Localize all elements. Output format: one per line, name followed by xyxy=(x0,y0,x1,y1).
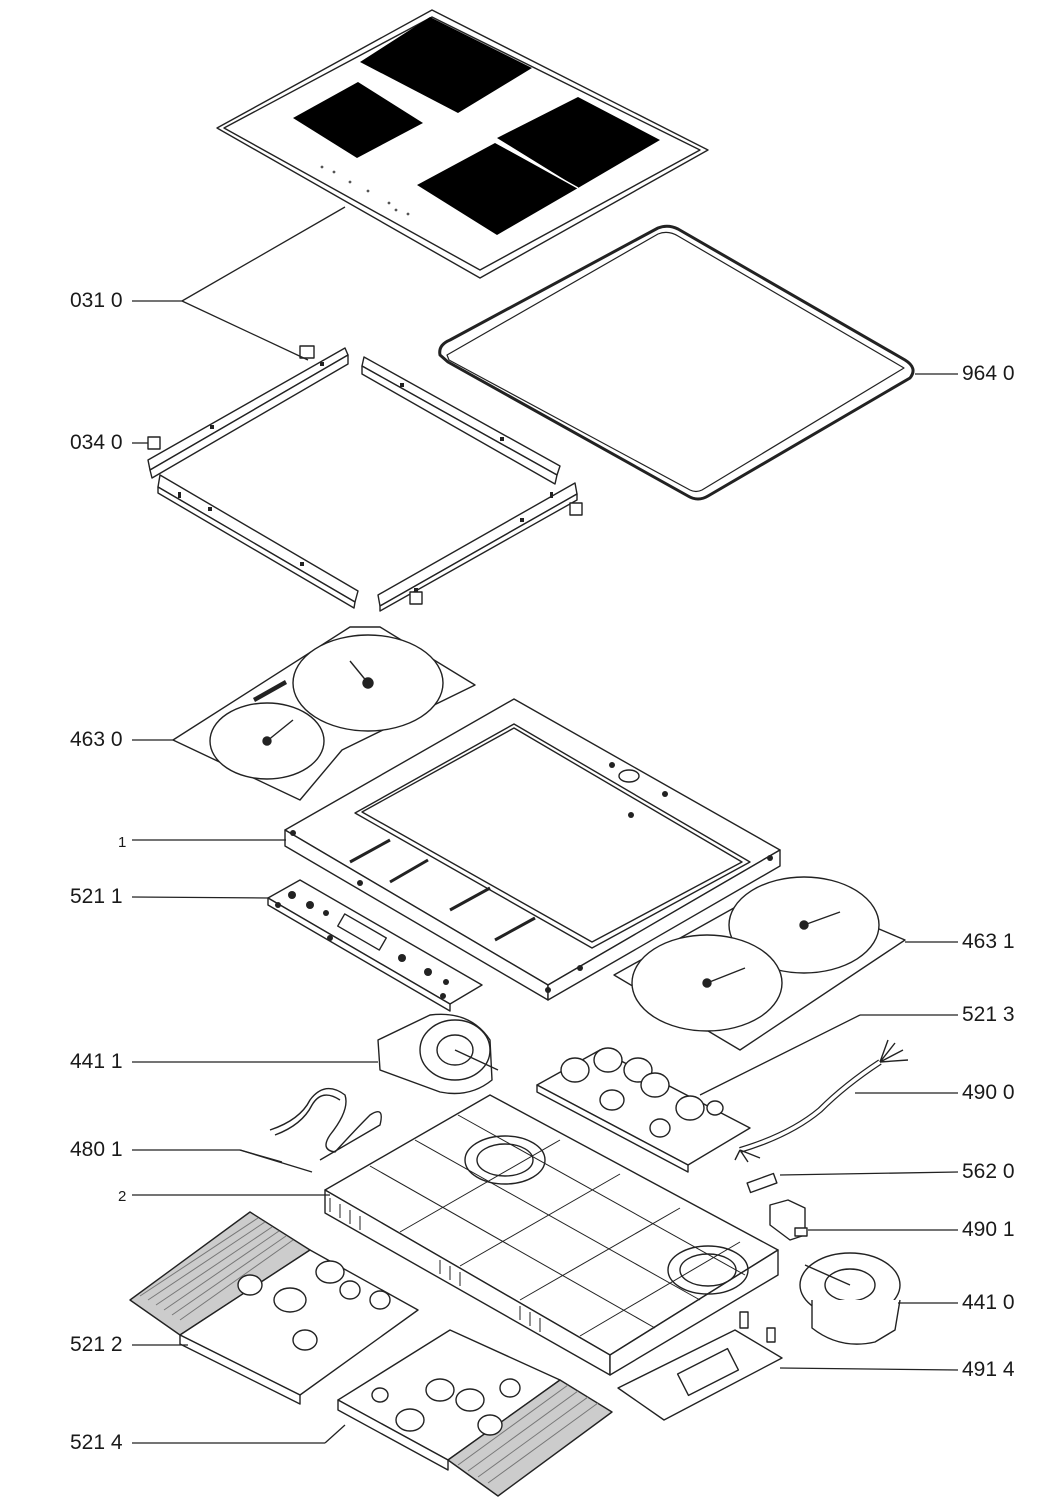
coil-plate-left-part xyxy=(173,627,475,800)
control-board-front-part xyxy=(268,880,482,1011)
frame-holes xyxy=(178,362,553,592)
callout-441-1: 441 1 xyxy=(70,1050,123,1073)
heatsink-fins-right xyxy=(458,1385,598,1483)
induction-board-left-part xyxy=(130,1212,418,1404)
leader-lines xyxy=(132,207,958,1443)
fuse-part xyxy=(747,1174,777,1193)
callout-441-0: 441 0 xyxy=(962,1291,1015,1314)
callout-034-0: 034 0 xyxy=(70,431,123,454)
callout-031-0: 031 0 xyxy=(70,289,123,312)
wire-harness-part xyxy=(270,1089,381,1160)
callout-490-0: 490 0 xyxy=(962,1081,1015,1104)
tray-grid xyxy=(370,1115,745,1336)
power-cable-part xyxy=(735,1040,908,1162)
callout-562-0: 562 0 xyxy=(962,1160,1015,1183)
cooking-zone-rear-left xyxy=(293,82,423,158)
cable-clamp-part xyxy=(770,1200,807,1240)
tray-vents xyxy=(330,1198,540,1332)
control-dots xyxy=(320,165,410,216)
induction-board-right-part xyxy=(338,1330,612,1496)
frame-holes-1 xyxy=(290,762,773,993)
callout-463-0: 463 0 xyxy=(70,728,123,751)
glass-cooktop-part xyxy=(217,10,708,278)
callout-964-0: 964 0 xyxy=(962,362,1015,385)
callout-463-1: 463 1 xyxy=(962,930,1015,953)
callout-521-3: 521 3 xyxy=(962,1003,1015,1026)
frame-profiles-part xyxy=(148,346,582,611)
base-tray-part xyxy=(325,1095,778,1375)
fixing-clips xyxy=(148,346,582,604)
callout-521-4: 521 4 xyxy=(70,1431,123,1454)
cooking-zone-rear-center xyxy=(360,17,532,113)
frame-slots xyxy=(350,840,535,940)
callout-480-1: 480 1 xyxy=(70,1138,123,1161)
fan-left-part xyxy=(378,1014,498,1093)
callout-521-1: 521 1 xyxy=(70,885,123,908)
callout-2: 2 xyxy=(118,1188,127,1205)
heatsink-fins-left xyxy=(140,1218,293,1320)
main-frame-part xyxy=(285,699,780,1000)
callout-490-1: 490 1 xyxy=(962,1218,1015,1241)
callout-521-2: 521 2 xyxy=(70,1333,123,1356)
touch-control-board-part xyxy=(618,1312,782,1420)
power-board-right-part xyxy=(537,1048,750,1172)
fan-right-part xyxy=(800,1253,900,1344)
callout-1: 1 xyxy=(118,834,127,851)
callout-491-4: 491 4 xyxy=(962,1358,1015,1381)
cooking-zone-right-top xyxy=(497,97,660,188)
coil-plate-right-part xyxy=(614,877,905,1050)
cooking-zone-right-bottom xyxy=(417,143,578,235)
gasket-part xyxy=(440,226,913,499)
